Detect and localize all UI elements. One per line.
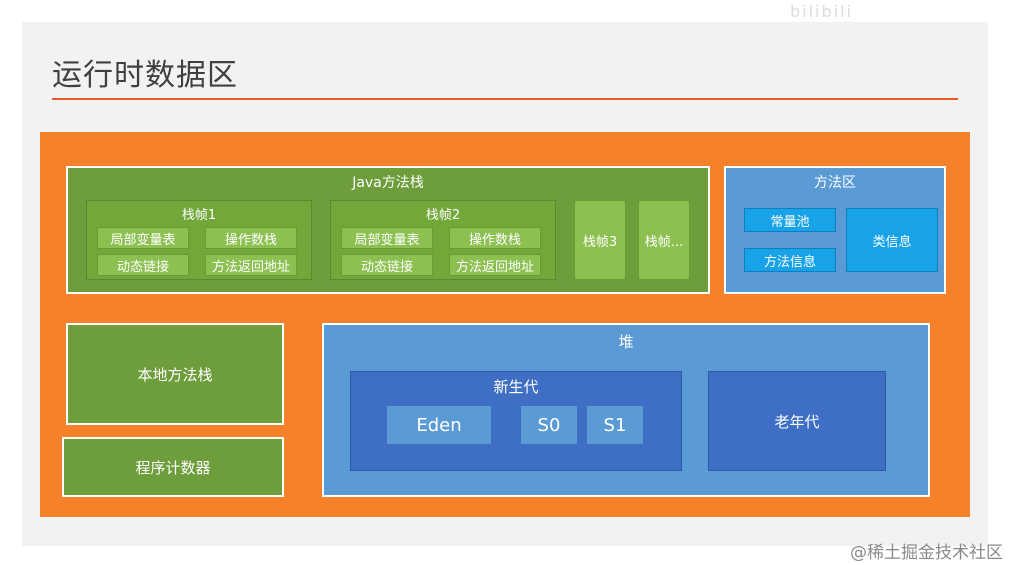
method-area-box: 方法区 常量池 方法信息 类信息 <box>724 166 946 294</box>
local-variable-table: 局部变量表 <box>341 227 433 249</box>
young-generation: 新生代 Eden S0 S1 <box>350 371 682 471</box>
page-title: 运行时数据区 <box>52 58 238 93</box>
heap-box: 堆 新生代 Eden S0 S1 老年代 <box>322 323 930 497</box>
old-generation: 老年代 <box>708 371 886 471</box>
operand-stack: 操作数栈 <box>205 227 297 249</box>
return-address: 方法返回地址 <box>449 254 541 276</box>
method-info: 方法信息 <box>744 248 836 272</box>
survivor-s0: S0 <box>521 406 577 444</box>
runtime-data-area-diagram: Java方法栈 栈帧1 局部变量表 操作数栈 动态链接 方法返回地址 栈帧2 局… <box>40 132 970 517</box>
constant-pool: 常量池 <box>744 208 836 232</box>
stack-frame-2: 栈帧2 局部变量表 操作数栈 动态链接 方法返回地址 <box>330 200 556 280</box>
java-stack-box: Java方法栈 栈帧1 局部变量表 操作数栈 动态链接 方法返回地址 栈帧2 局… <box>66 166 710 294</box>
survivor-s1: S1 <box>587 406 643 444</box>
program-counter-label: 程序计数器 <box>135 458 211 477</box>
dynamic-link: 动态链接 <box>341 254 433 276</box>
heap-label: 堆 <box>618 333 634 351</box>
method-area-label: 方法区 <box>814 175 856 191</box>
stack-frame-3: 栈帧3 <box>574 200 626 280</box>
young-generation-label: 新生代 <box>493 378 539 396</box>
stack-frame-1: 栈帧1 局部变量表 操作数栈 动态链接 方法返回地址 <box>86 200 312 280</box>
old-generation-label: 老年代 <box>774 412 820 431</box>
stack-frame-1-label: 栈帧1 <box>181 208 217 223</box>
program-counter: 程序计数器 <box>62 437 284 497</box>
dynamic-link: 动态链接 <box>97 254 189 276</box>
java-stack-label: Java方法栈 <box>352 175 424 191</box>
class-info: 类信息 <box>846 208 938 272</box>
operand-stack: 操作数栈 <box>449 227 541 249</box>
bilibili-watermark: bilibili <box>790 2 853 21</box>
title-underline <box>52 98 958 100</box>
eden-space: Eden <box>387 406 491 444</box>
return-address: 方法返回地址 <box>205 254 297 276</box>
stack-frame-more: 栈帧... <box>638 200 690 280</box>
stack-frame-2-label: 栈帧2 <box>425 208 461 223</box>
native-method-stack: 本地方法栈 <box>66 323 284 425</box>
local-variable-table: 局部变量表 <box>97 227 189 249</box>
native-method-stack-label: 本地方法栈 <box>137 365 213 384</box>
juejin-watermark: @稀土掘金技术社区 <box>850 543 1003 563</box>
